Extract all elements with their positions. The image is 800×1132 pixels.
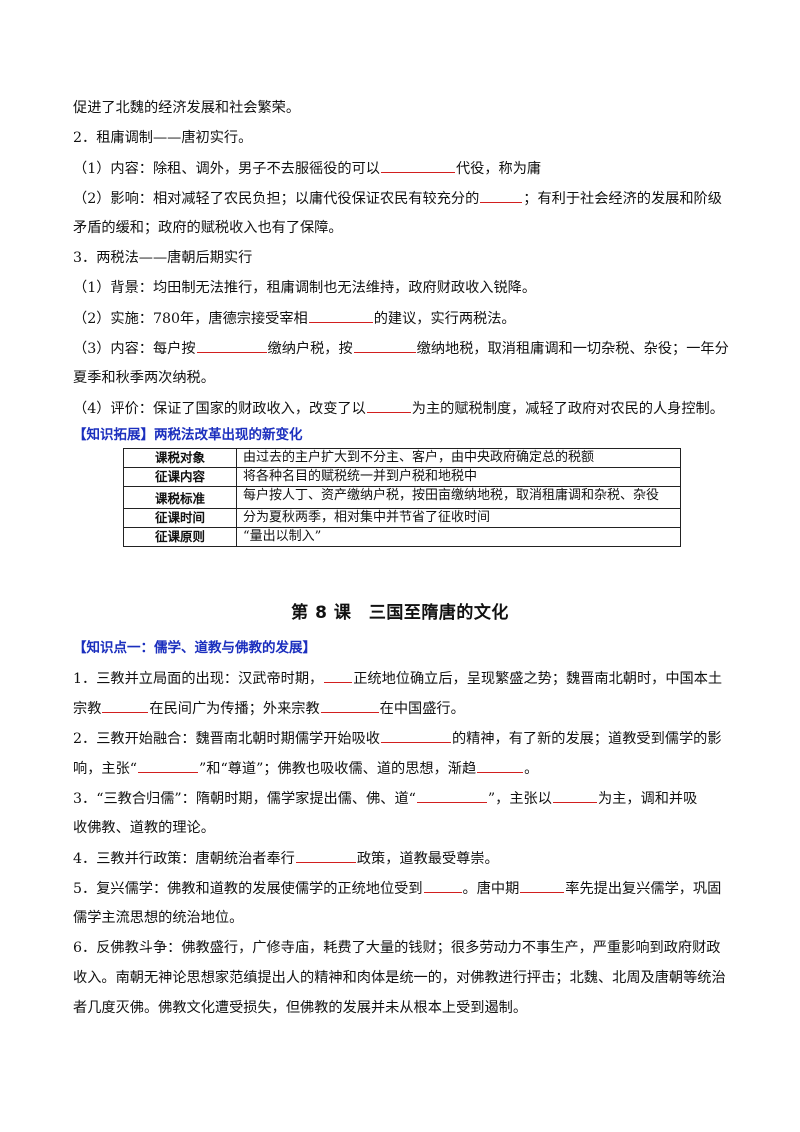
table-row: 课税对象 由过去的主户扩大到不分主、客户，由中央政府确定总的税额 — [122, 448, 681, 468]
table-row: 征课原则 “量出以制入” — [122, 527, 681, 547]
para-6: 6．反佛教斗争：佛教盛行，广修寺庙，耗费了大量的钱财；很多劳动力不事生产，严重影… — [73, 940, 721, 956]
para-5-cont: 儒学主流思想的统治地位。 — [73, 910, 244, 926]
text: 缴纳户税，按 — [267, 341, 353, 357]
para-4: 4．三教并行政策：唐朝统治者奉行 政策，道教最受尊崇。 — [73, 848, 733, 869]
tax-change-table: 课税对象 由过去的主户扩大到不分主、客户，由中央政府确定总的税额 征课内容 将各… — [122, 448, 681, 547]
text: 3．“三教合归儒”：隋朝时期，儒学家提出儒、佛、道“ — [73, 791, 416, 807]
text: 促进了北魏的经济发展和社会繁荣。 — [73, 100, 301, 116]
zuyong-impact-cont: 矛盾的缓和；政府的赋税收入也有了保障。 — [73, 220, 343, 236]
fill-blank[interactable] — [353, 338, 416, 353]
fill-blank[interactable] — [138, 758, 199, 773]
text: （1）内容：除租、调外，男子不去服徭役的可以 — [73, 161, 380, 177]
text: （4）评价：保证了国家的财政收入，改变了以 — [73, 401, 366, 417]
lesson-title: 第 8 课 三国至隋唐的文化 — [291, 603, 509, 623]
text: （3）内容：每户按 — [73, 341, 196, 357]
fill-blank[interactable] — [552, 788, 597, 803]
row-value: 分为夏秋两季，相对集中并节省了征收时间 — [236, 508, 681, 528]
table-row: 征课内容 将各种名目的赋税统一并到户税和地税中 — [122, 467, 681, 487]
text: 为主，调和并吸 — [597, 791, 698, 807]
row-key: 征课时间 — [122, 508, 238, 528]
zuyong-heading: 2．租庸调制——唐初实行。 — [73, 130, 253, 146]
fill-blank[interactable] — [102, 698, 149, 713]
text: ”，主张以 — [487, 791, 552, 807]
para-1: 1．三教并立局面的出现：汉武帝时期， 正统地位确立后，呈现繁盛之势；魏晋南北朝时，… — [73, 668, 733, 689]
para-5: 5．复兴儒学：佛教和道教的发展使儒学的正统地位受到 。唐中期 率先提出复兴儒学，巩固 — [73, 878, 733, 899]
liangshui-eval: （4）评价：保证了国家的财政收入，改变了以 为主的赋税制度，减轻了政府对农民的人身… — [73, 398, 733, 419]
fill-blank[interactable] — [423, 878, 462, 893]
liangshui-background: （1）背景：均田制无法推行，租庸调制也无法维持，政府财政收入锐降。 — [73, 280, 537, 296]
para-3: 3．“三教合归儒”：隋朝时期，儒学家提出儒、佛、道“ ”，主张以 为主，调和并吸 — [73, 788, 733, 809]
fill-blank[interactable] — [308, 308, 373, 323]
liangshui-heading: 3．两税法——唐朝后期实行 — [73, 250, 253, 266]
row-key: 征课原则 — [122, 527, 238, 547]
text: 2．三教开始融合：魏晋南北朝时期儒学开始吸收 — [73, 731, 380, 747]
knowledge-point-1: 【知识点一：儒学、道教与佛教的发展】 — [73, 640, 316, 656]
para-6-cont: 收入。南朝无神论思想家范缜提出人的精神和肉体是统一的，对佛教进行抨击；北魏、北周… — [73, 970, 726, 986]
text: ；有利于社会经济的发展和阶级 — [523, 191, 722, 207]
para-1-cont: 宗教 在民间广为传播；外来宗教 在中国盛行。 — [73, 698, 733, 719]
text: 1．三教并立局面的出现：汉武帝时期， — [73, 671, 324, 687]
liangshui-content: （3）内容：每户按 缴纳户税，按 缴纳地税，取消租庸调和一切杂税、杂役；一年分 — [73, 338, 733, 359]
para-3-cont: 收佛教、道教的理论。 — [73, 820, 215, 836]
text: 正统地位确立后，呈现繁盛之势；魏晋南北朝时，中国本土 — [353, 671, 723, 687]
fill-blank[interactable] — [366, 398, 411, 413]
fill-blank[interactable] — [324, 668, 353, 683]
text: 率先提出复兴儒学，巩固 — [565, 881, 722, 897]
text: 代役，称为庸 — [455, 161, 542, 177]
text: 在中国盛行。 — [379, 701, 465, 717]
fill-blank[interactable] — [295, 848, 356, 863]
text: 宗教 — [73, 701, 102, 717]
zuyong-impact: （2）影响：相对减轻了农民负担；以庸代役保证农民有较充分的 ；有利于社会经济的发展… — [73, 188, 733, 209]
text: 的精神，有了新的发展；道教受到儒学的影 — [451, 731, 722, 747]
text: （2）影响：相对减轻了农民负担；以庸代役保证农民有较充分的 — [73, 191, 480, 207]
para-2-cont: 响，主张“ ”和“尊道”；佛教也吸收儒、道的思想，渐趋 。 — [73, 758, 733, 779]
fill-blank[interactable] — [320, 698, 379, 713]
fill-blank[interactable] — [380, 158, 455, 173]
text: （2）实施：780年，唐德宗接受宰相 — [73, 311, 308, 327]
fill-blank[interactable] — [477, 758, 524, 773]
row-value: “量出以制入” — [236, 527, 681, 547]
intro-line: 促进了北魏的经济发展和社会繁荣。 — [73, 98, 733, 118]
liangshui-content-cont: 夏季和秋季两次纳税。 — [73, 370, 215, 386]
liangshui-impl: （2）实施：780年，唐德宗接受宰相 的建议，实行两税法。 — [73, 308, 733, 329]
text: 在民间广为传播；外来宗教 — [149, 701, 320, 717]
fill-blank[interactable] — [416, 788, 487, 803]
table-row: 课税标准 每户按人丁、资产缴纳户税，按田亩缴纳地税，取消租庸调和杂税、杂役 — [122, 486, 681, 509]
text: 。 — [524, 761, 539, 777]
text: 5．复兴儒学：佛教和道教的发展使儒学的正统地位受到 — [73, 881, 423, 897]
text: 。唐中期 — [462, 881, 520, 897]
zuyong-content: （1）内容：除租、调外，男子不去服徭役的可以 代役，称为庸 — [73, 158, 733, 179]
text: 为主的赋税制度，减轻了政府对农民的人身控制。 — [411, 401, 724, 417]
text: 政策，道教最受尊崇。 — [356, 851, 499, 867]
row-value: 由过去的主户扩大到不分主、客户，由中央政府确定总的税额 — [236, 448, 681, 468]
table-row: 征课时间 分为夏秋两季，相对集中并节省了征收时间 — [122, 508, 681, 528]
row-key: 课税标准 — [122, 486, 238, 509]
fill-blank[interactable] — [196, 338, 267, 353]
row-value: 每户按人丁、资产缴纳户税，按田亩缴纳地税，取消租庸调和杂税、杂役 — [236, 486, 681, 509]
fill-blank[interactable] — [380, 728, 451, 743]
text: 的建议，实行两税法。 — [373, 311, 516, 327]
fill-blank[interactable] — [480, 188, 523, 203]
row-key: 课税对象 — [122, 448, 238, 468]
text: 缴纳地税，取消租庸调和一切杂税、杂役；一年分 — [416, 341, 729, 357]
text: 4．三教并行政策：唐朝统治者奉行 — [73, 851, 295, 867]
para-6-end: 者几度灭佛。佛教文化遭受损失，但佛教的发展并未从根本上受到遏制。 — [73, 1000, 528, 1016]
row-key: 征课内容 — [122, 467, 238, 487]
row-value: 将各种名目的赋税统一并到户税和地税中 — [236, 467, 681, 487]
text: 响，主张“ — [73, 761, 138, 777]
expand-title: 【知识拓展】两税法改革出现的新变化 — [73, 427, 303, 443]
fill-blank[interactable] — [520, 878, 565, 893]
text: ”和“尊道”；佛教也吸收儒、道的思想，渐趋 — [199, 761, 477, 777]
para-2: 2．三教开始融合：魏晋南北朝时期儒学开始吸收 的精神，有了新的发展；道教受到儒学的… — [73, 728, 733, 749]
